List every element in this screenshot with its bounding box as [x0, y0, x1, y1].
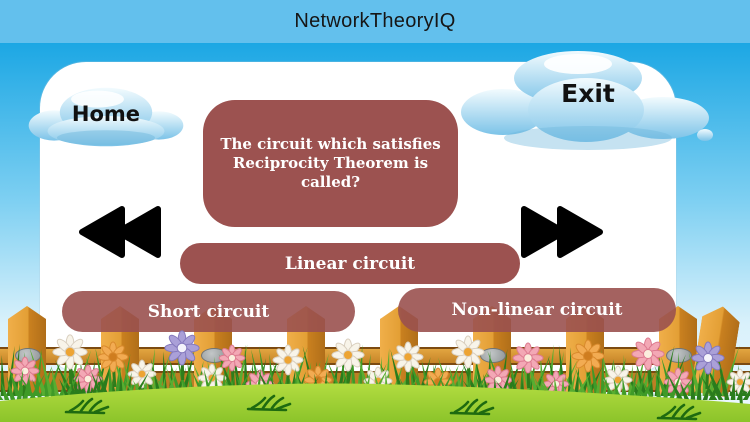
flower-decoration	[691, 341, 725, 375]
grass-tuft-decoration	[656, 403, 702, 421]
grass-tuft-decoration	[64, 397, 110, 415]
app-title: NetworkTheoryIQ	[294, 10, 456, 32]
answer-button-short-circuit[interactable]: Short circuit	[62, 291, 355, 332]
title-bar: NetworkTheoryIQ	[0, 0, 750, 43]
fast-forward-icon	[521, 206, 603, 258]
flower-decoration	[726, 368, 750, 396]
flower-decoration	[542, 370, 570, 398]
grass-mound-decoration	[0, 383, 750, 422]
flower-decoration	[245, 369, 275, 399]
next-question-button[interactable]	[518, 203, 606, 261]
answer-button-non-linear-circuit[interactable]: Non-linear circuit	[398, 288, 676, 332]
grass-tuft-decoration	[246, 394, 292, 412]
question-text: The circuit which satisfies Reciprocity …	[203, 135, 458, 192]
fence-picket	[690, 304, 741, 398]
previous-question-button[interactable]	[76, 203, 164, 261]
question-line-1: The circuit which satisfies	[220, 135, 441, 153]
home-button[interactable]: Home	[22, 84, 190, 150]
answer-button-linear-circuit[interactable]: Linear circuit	[180, 243, 520, 284]
question-box: The circuit which satisfies Reciprocity …	[203, 100, 458, 227]
rewind-icon	[79, 206, 161, 258]
home-button-label: Home	[71, 102, 141, 126]
grass-tuft-decoration	[449, 398, 495, 416]
question-line-2: Reciprocity Theorem is called?	[232, 154, 429, 191]
flower-decoration	[10, 356, 40, 386]
exit-button[interactable]: Exit	[458, 48, 718, 158]
exit-button-label: Exit	[561, 78, 615, 108]
fence-rail	[0, 371, 750, 392]
fence-knot	[15, 348, 41, 363]
flower-decoration	[663, 367, 693, 397]
